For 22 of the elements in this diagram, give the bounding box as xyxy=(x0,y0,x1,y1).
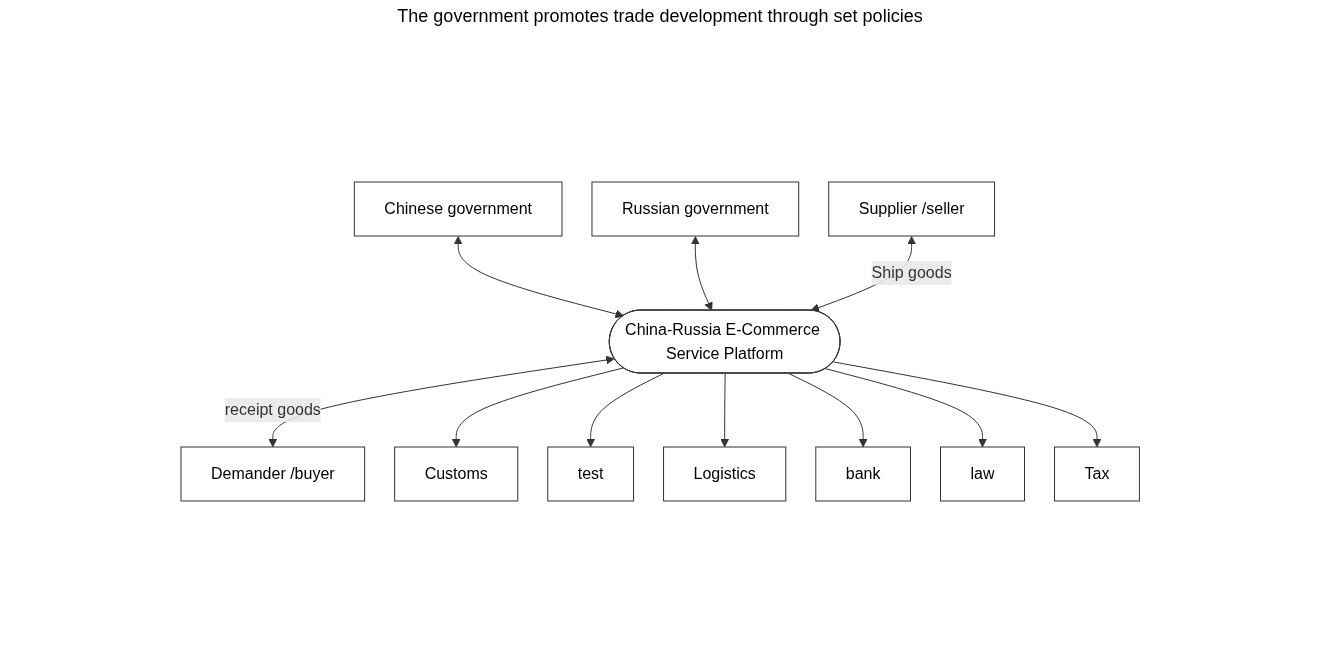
node-box: law xyxy=(939,446,1025,502)
node-box: Chinese government xyxy=(353,181,563,237)
node-box: Customs xyxy=(393,446,519,502)
arrow xyxy=(690,236,713,311)
arrow xyxy=(586,373,664,448)
edge-label: receipt goods xyxy=(224,401,321,418)
node-box: test xyxy=(547,446,634,502)
node-box: Tax xyxy=(1053,446,1140,502)
arrow xyxy=(451,367,624,448)
arrow xyxy=(453,236,624,319)
node-box: Demander /buyer xyxy=(180,446,365,502)
arrow xyxy=(788,373,868,448)
arrow xyxy=(268,355,615,448)
arrow xyxy=(825,368,987,448)
arrow xyxy=(720,373,729,448)
arrow xyxy=(832,361,1102,448)
node-box: Russian government xyxy=(591,181,799,237)
node-box: Logistics xyxy=(662,446,787,502)
edge-label: Ship goods xyxy=(871,264,952,281)
node-box: Supplier /seller xyxy=(828,181,995,237)
note-text: The government promotes trade development through set policies xyxy=(397,6,923,27)
node-box: bank xyxy=(815,446,911,502)
